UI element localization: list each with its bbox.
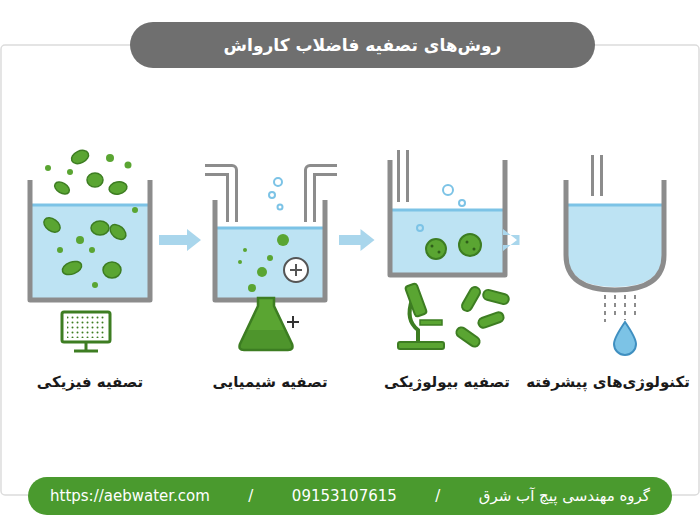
flow-arrow — [503, 229, 520, 251]
footer-text: https://aebwater.com — [50, 487, 210, 505]
flow-arrow — [159, 229, 201, 251]
stage-label: تصفیه بیولوژیکی — [384, 371, 510, 395]
stage-node: تکنولوژی‌های پیشرفته — [521, 150, 695, 395]
biological-tank — [390, 150, 510, 349]
title-bar: روش‌های تصفیه فاضلاب کارواش — [130, 22, 595, 68]
stage-node: تصفیه فیزیکی — [25, 150, 155, 395]
footer-text: 09153107615 — [292, 487, 397, 505]
stage-node: تصفیه شیمیایی — [205, 150, 335, 395]
flow-arrow — [339, 229, 375, 251]
physical-tank — [30, 148, 150, 351]
stage-node: تصفیه بیولوژیکی — [379, 150, 516, 395]
page-frame — [1, 45, 699, 495]
stage-label: تصفیه شیمیایی — [212, 371, 327, 395]
stage-label: تکنولوژی‌های پیشرفته — [526, 371, 690, 395]
stage-label: تصفیه فیزیکی — [37, 371, 143, 395]
footer-text: گروه مهندسی پیچ آب شرق — [479, 487, 650, 505]
advanced-tank — [566, 155, 664, 355]
title-text: روش‌های تصفیه فاضلاب کارواش — [224, 35, 502, 55]
chemical-tank — [205, 170, 337, 350]
footer-text: / — [435, 487, 440, 505]
footer-band: https://aebwater.com / 09153107615 / گروه مه… — [28, 477, 672, 515]
footer-text: / — [248, 487, 253, 505]
